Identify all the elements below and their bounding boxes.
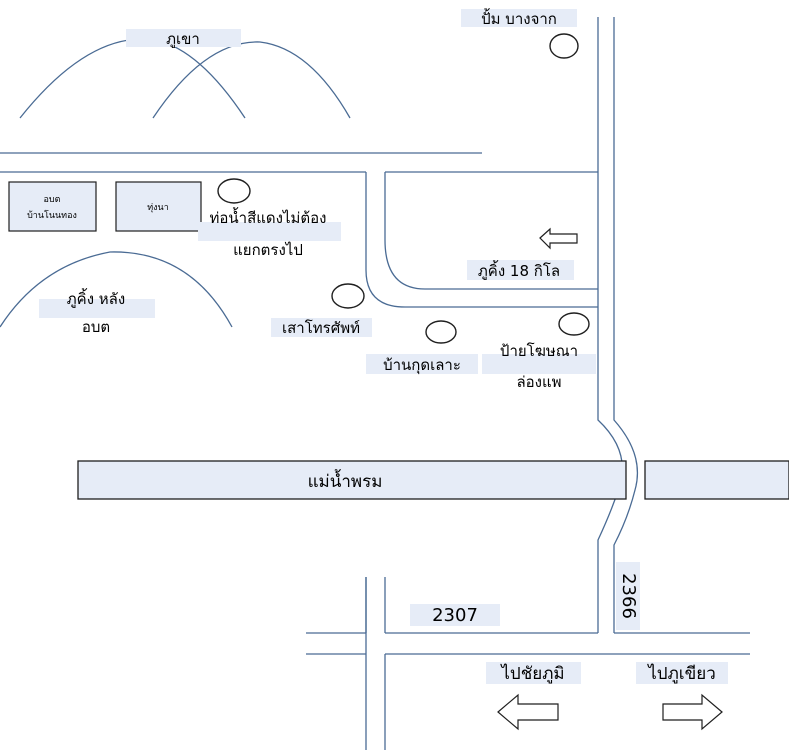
red-pipe-landmark-icon — [217, 178, 251, 204]
to-chaiyaphum-label: ไปชัยภูมิ — [499, 663, 564, 684]
phone-pole-label: เสาโทรศัพท์ — [282, 319, 360, 337]
hill-lower — [0, 251, 233, 328]
red-pipe-label-2: แยกตรงไป — [233, 241, 303, 259]
phukhing-km-label: ภูคิ้ง 18 กิโล — [478, 260, 560, 280]
billboard-label-2: ล่องแพ — [516, 373, 561, 391]
phone-pole-landmark-icon — [331, 283, 365, 309]
road-2366-label: 2366 — [618, 573, 639, 619]
river-band-right — [644, 460, 789, 500]
red-pipe-label-1: ท่อน้ำสีแดงไม่ต้อง — [210, 207, 327, 227]
ban-kut-lao-landmark-icon — [425, 320, 457, 344]
hill-label: ภูเขา — [166, 30, 200, 48]
left-arrow-icon — [539, 227, 578, 250]
obt-box-label-2: บ้านโนนทอง — [27, 210, 77, 221]
to-phukhieo-label: ไปภูเขียว — [646, 663, 716, 684]
river-band-left — [77, 460, 627, 500]
billboard-landmark-icon — [558, 312, 590, 336]
obt-box — [8, 181, 97, 232]
pump-label: ปั้ม บางจาก — [481, 8, 557, 28]
roads — [0, 17, 750, 750]
phukhing-behind-label-1: ภูคิ้ง หลัง — [67, 288, 125, 308]
rice-field-label: ทุ่งนา — [147, 203, 169, 213]
billboard-label-1: ป้ายโฆษณา — [500, 342, 578, 360]
obt-box-label-1: อบต — [44, 195, 61, 205]
right-arrow-icon — [662, 693, 723, 731]
rice-field-box — [115, 181, 202, 232]
river-label: แม่น้ำพรม — [308, 469, 383, 492]
left-arrow-icon — [497, 693, 559, 731]
ban-kut-lao-label: บ้านกุดเลาะ — [383, 356, 461, 375]
hill-left — [19, 38, 246, 119]
road-2307-label: 2307 — [432, 605, 478, 626]
pump-landmark-icon — [549, 33, 579, 59]
hill-right — [152, 41, 351, 119]
phukhing-behind-label-2: อบต — [82, 318, 110, 336]
